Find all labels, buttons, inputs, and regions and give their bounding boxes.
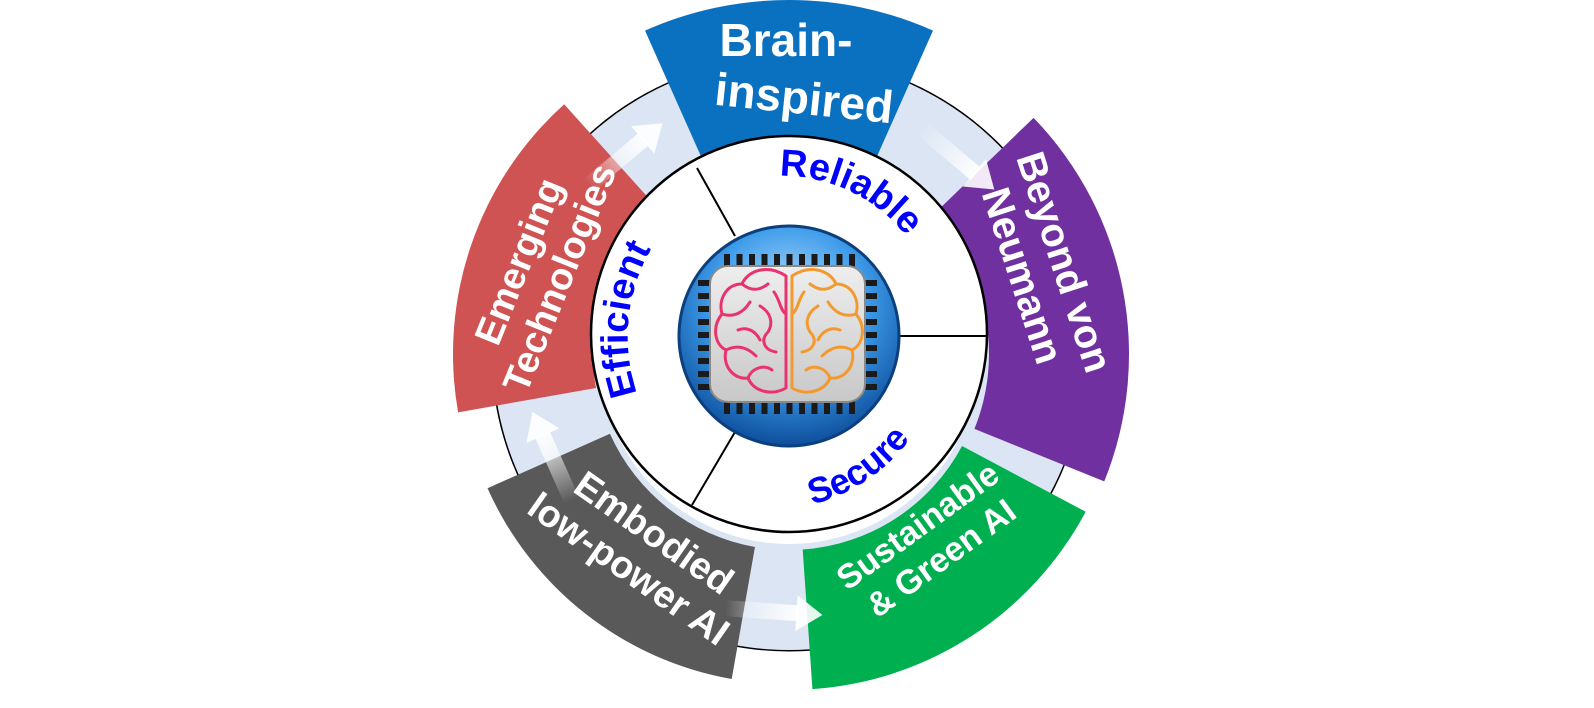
segment-brain-inspired bbox=[645, 0, 933, 159]
chip-pin bbox=[863, 280, 877, 286]
connector-arrow bbox=[583, 123, 663, 192]
chip-pin bbox=[724, 254, 730, 268]
segment-sustainable-green-ai bbox=[802, 446, 1086, 690]
chip-pin bbox=[761, 400, 768, 414]
brain-left-hemisphere bbox=[714, 268, 788, 394]
chip-pin bbox=[724, 400, 730, 414]
chip-pin bbox=[863, 306, 877, 312]
connector-arrows bbox=[526, 120, 995, 632]
chip-pin bbox=[836, 254, 843, 268]
chip-pin bbox=[849, 400, 855, 414]
chip-pin bbox=[698, 358, 712, 364]
chip-pin bbox=[698, 319, 712, 325]
chip-pin bbox=[749, 254, 755, 268]
chip-pin bbox=[863, 319, 877, 325]
segment-emerging-technologies bbox=[453, 104, 658, 413]
divider-line bbox=[696, 167, 736, 237]
chip-pin bbox=[774, 254, 780, 268]
chip-pin bbox=[698, 371, 712, 377]
chip-pin bbox=[736, 254, 743, 268]
chip-pin bbox=[849, 254, 855, 268]
chip-pin bbox=[811, 254, 818, 268]
chip-pin bbox=[863, 358, 877, 364]
outer-segments bbox=[453, 0, 1130, 690]
chip-pin bbox=[698, 345, 712, 351]
chip-pin bbox=[749, 400, 755, 414]
chip-pin bbox=[698, 293, 712, 299]
connector-arrow bbox=[725, 595, 823, 632]
brain-right-hemisphere bbox=[790, 268, 864, 394]
chip-pin bbox=[736, 400, 743, 414]
connector-arrow bbox=[914, 120, 995, 190]
chip-pin bbox=[863, 345, 877, 351]
chip-pin bbox=[786, 254, 793, 268]
chip-pin bbox=[698, 332, 712, 338]
chip-pin bbox=[698, 280, 712, 286]
chip-pin bbox=[863, 384, 877, 390]
chip-pin bbox=[774, 400, 780, 414]
chip-pin bbox=[698, 384, 712, 390]
chip-pin bbox=[799, 400, 805, 414]
label-line: Brain- bbox=[720, 14, 853, 66]
segment-embodied-low-power-ai bbox=[487, 433, 755, 679]
brain-chip-icon bbox=[677, 224, 901, 448]
chip-pin bbox=[698, 306, 712, 312]
chip-pin bbox=[786, 400, 793, 414]
chip-pin bbox=[824, 254, 830, 268]
chip-pins bbox=[698, 254, 877, 414]
chip-pin bbox=[799, 254, 805, 268]
chip-pin bbox=[824, 400, 830, 414]
chip-pin bbox=[761, 254, 768, 268]
segment-beyond-von-neumann bbox=[932, 117, 1130, 482]
chip-pin bbox=[863, 293, 877, 299]
chip-pin bbox=[863, 371, 877, 377]
chip-pin bbox=[811, 400, 818, 414]
chip-pin bbox=[836, 400, 843, 414]
connector-arrow bbox=[526, 411, 580, 504]
divider-line bbox=[691, 431, 736, 506]
chip-pin bbox=[863, 332, 877, 338]
